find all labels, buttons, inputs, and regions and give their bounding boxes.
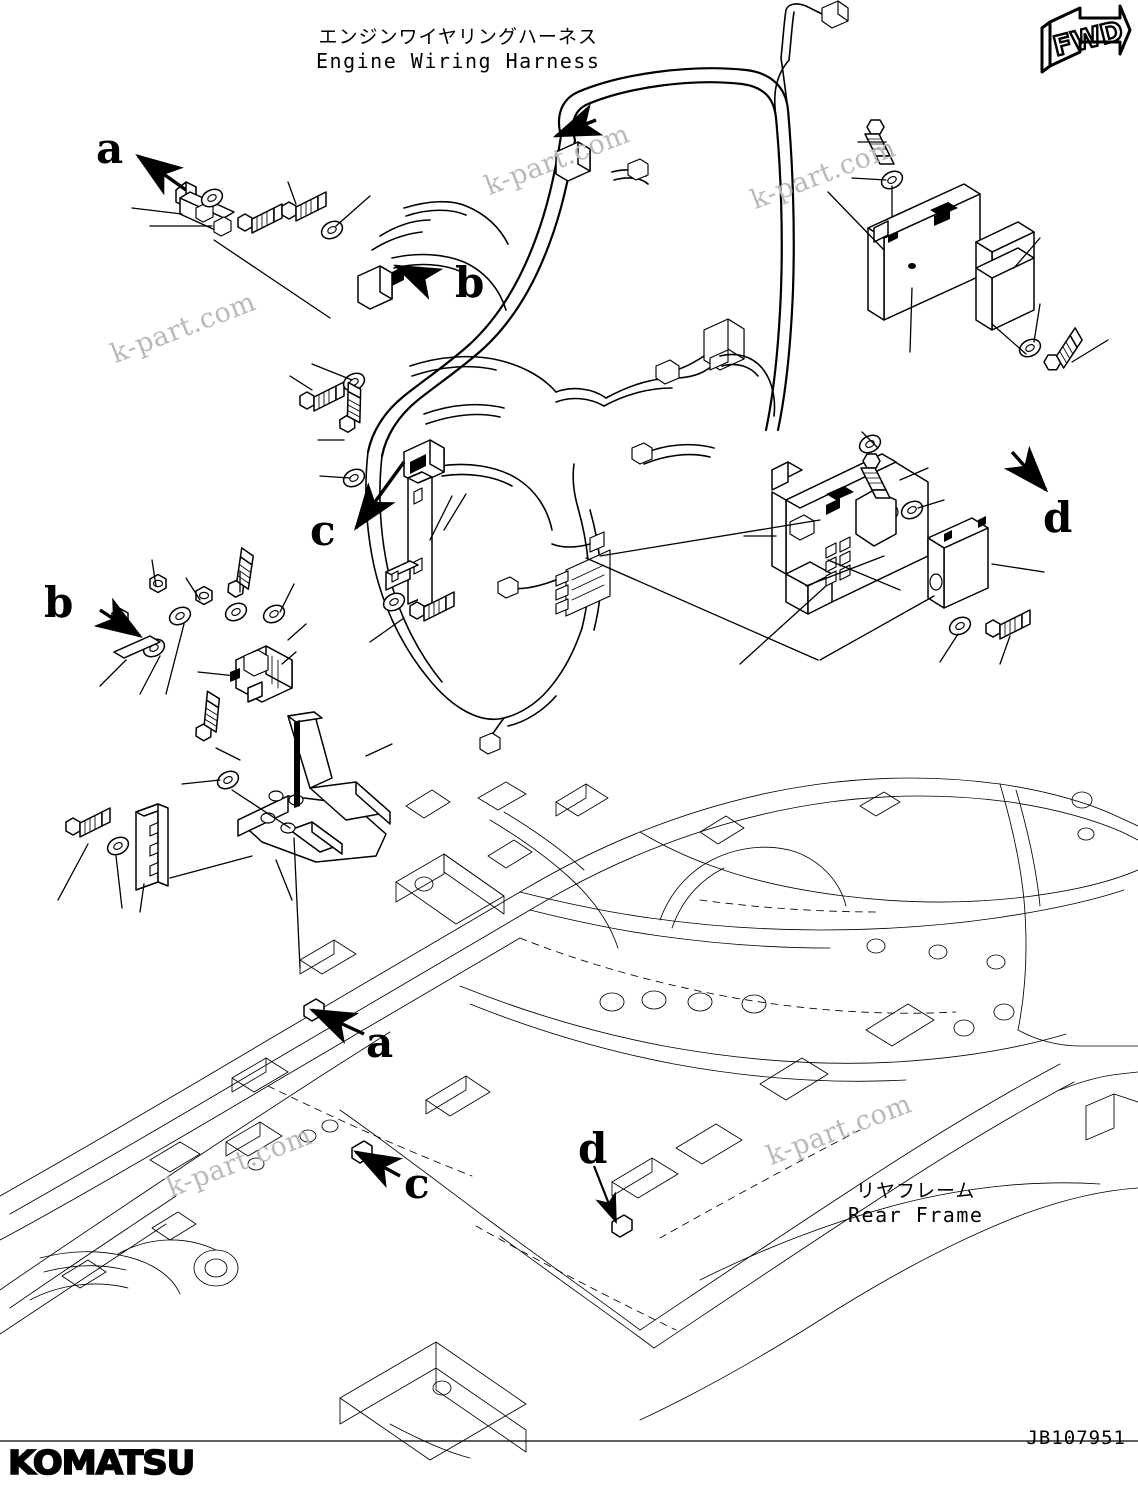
arrow-b-lower: [93, 597, 143, 638]
callout-b-upper-center: b: [455, 258, 485, 307]
cover-plate-assembly-right: [827, 119, 1109, 376]
drawing-number: JB107951: [1026, 1427, 1126, 1449]
label-rear-frame: リヤフレーム Rear Frame: [848, 1180, 983, 1228]
hardware-upper-left: [281, 181, 375, 491]
arrow-b-upper: [392, 264, 444, 300]
callout-d-right: d: [1043, 493, 1073, 542]
arrow-a-frame: [308, 1008, 365, 1044]
hardware-cluster-b: [99, 547, 307, 703]
harness-branch-wires: [371, 158, 776, 755]
callout-a-upper-left: a: [96, 124, 124, 173]
arrow-title-harness: [552, 103, 604, 138]
arrow-d-right: [1003, 445, 1049, 493]
title-japanese: エンジンワイヤリングハーネス: [318, 26, 598, 48]
vertical-bracket-c: [369, 471, 467, 643]
arrow-d-frame: [592, 1165, 618, 1225]
title-engine-wiring-harness: エンジンワイヤリングハーネス Engine Wiring Harness: [316, 26, 600, 74]
rear-frame-english: Rear Frame: [848, 1203, 984, 1228]
komatsu-logo: KOMATSU: [7, 1442, 196, 1483]
rear-frame-structure: [0, 777, 1138, 1461]
title-english: Engine Wiring Harness: [316, 49, 601, 74]
rear-frame-japanese: リヤフレーム: [855, 1180, 976, 1202]
arrow-a-upper: [135, 154, 187, 196]
callout-arrows: [93, 103, 1049, 1225]
callout-c-frame: c: [404, 1159, 430, 1208]
fwd-orientation-icon: FWD: [1040, 4, 1132, 74]
reference-line-right-2: [585, 557, 819, 661]
komatsu-logo-text: KOMATSU: [7, 1442, 196, 1483]
arrow-c-mid: [354, 461, 406, 531]
pedestal-mount-bracket: [57, 690, 393, 969]
reference-line-right: [599, 519, 821, 557]
arrow-c-frame: [353, 1150, 403, 1189]
callout-b-lower-left: b: [44, 578, 74, 627]
relay-bracket-assembly-d: [739, 431, 1045, 665]
callout-a-frame: a: [366, 1018, 394, 1067]
harness-clamps: [357, 141, 591, 485]
clamp-bracket-a-assembly: [131, 181, 331, 319]
callout-c-mid-left: c: [310, 506, 336, 555]
callout-d-frame: d: [578, 1124, 608, 1173]
